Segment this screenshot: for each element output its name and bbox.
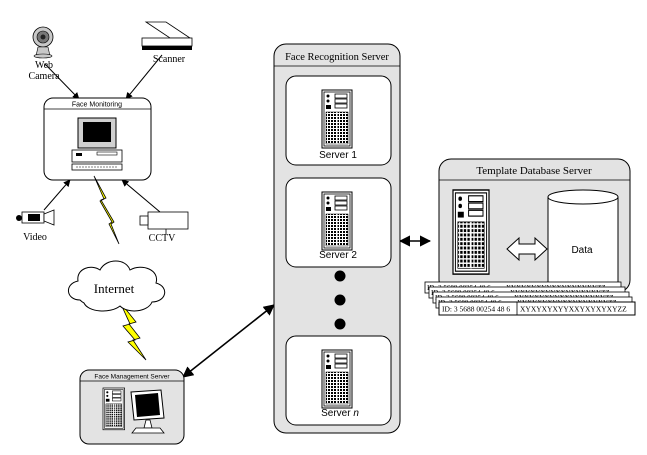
management-server-icon bbox=[102, 387, 125, 431]
record-stack: ID: 3 5688 00254 48 6 XYXYXYXYYXXYXYXYXY… bbox=[424, 281, 636, 316]
record-id: ID: 3 5688 00254 48 6 bbox=[442, 305, 510, 314]
data-label: Data bbox=[571, 245, 593, 256]
web-camera-label-line2: Camera bbox=[28, 71, 60, 82]
template-database-title: Template Database Server bbox=[476, 165, 592, 177]
scanner-icon bbox=[141, 21, 193, 50]
video-device: Video bbox=[16, 209, 55, 243]
lightning-lower-icon bbox=[119, 301, 147, 361]
face-recognition-server-panel: Face Recognition Server Server 1 Server … bbox=[273, 43, 401, 434]
face-management-server-panel: Face Management Server bbox=[79, 369, 185, 445]
arrow-cctv-to-monitoring bbox=[121, 179, 161, 213]
video-label: Video bbox=[23, 232, 47, 243]
lightning-upper-icon bbox=[93, 175, 120, 245]
cloud-icon bbox=[68, 260, 166, 312]
server-2-icon bbox=[321, 191, 353, 251]
connectors bbox=[43, 54, 432, 378]
scanner-label: Scanner bbox=[153, 54, 186, 65]
template-database-server-panel: Template Database Server Data ID: 3 5688… bbox=[424, 158, 636, 316]
face-monitoring-panel: Face Monitoring bbox=[43, 97, 152, 181]
scanner-device: Scanner bbox=[141, 21, 193, 65]
internet-cloud: Internet bbox=[68, 260, 166, 312]
face-monitoring-title: Face Monitoring bbox=[72, 102, 122, 109]
web-camera-label-line1: Web bbox=[35, 60, 53, 71]
web-camera-icon bbox=[32, 26, 54, 59]
database-server-icon bbox=[452, 189, 490, 275]
server-n-label: Server n bbox=[321, 408, 359, 419]
web-camera-device: Web Camera bbox=[28, 26, 60, 82]
cctv-label: CCTV bbox=[149, 233, 176, 244]
management-monitor-icon bbox=[130, 389, 165, 434]
cctv-device: CCTV bbox=[139, 211, 189, 244]
server-n-icon bbox=[321, 349, 353, 409]
face-recognition-title: Face Recognition Server bbox=[285, 52, 389, 63]
server-1-card: Server 1 bbox=[285, 75, 392, 166]
ellipsis-dots bbox=[334, 270, 346, 330]
arrow-management-recognition bbox=[182, 304, 275, 378]
arrow-video-to-monitoring bbox=[43, 179, 71, 211]
workstation-icon bbox=[71, 117, 123, 171]
record-value: XYXYXYXYYXXYXYXYXYZZ bbox=[520, 305, 627, 314]
double-arrow-icon bbox=[506, 236, 548, 262]
arrow-scanner-to-monitoring bbox=[125, 54, 163, 100]
video-camera-icon bbox=[16, 209, 55, 226]
server-2-card: Server 2 bbox=[285, 177, 392, 268]
record-card-front: ID: 3 5688 00254 48 6 XYXYXYXYYXXYXYXYXY… bbox=[438, 301, 636, 316]
server-1-icon bbox=[321, 89, 353, 149]
server-n-card: Server n bbox=[285, 335, 392, 426]
server-1-label: Server 1 bbox=[319, 150, 357, 161]
cctv-camera-icon bbox=[139, 211, 189, 234]
internet-label: Internet bbox=[94, 281, 135, 296]
server-2-label: Server 2 bbox=[319, 250, 357, 261]
face-management-title: Face Management Server bbox=[94, 374, 170, 381]
arrow-camera-to-monitoring bbox=[44, 63, 80, 100]
